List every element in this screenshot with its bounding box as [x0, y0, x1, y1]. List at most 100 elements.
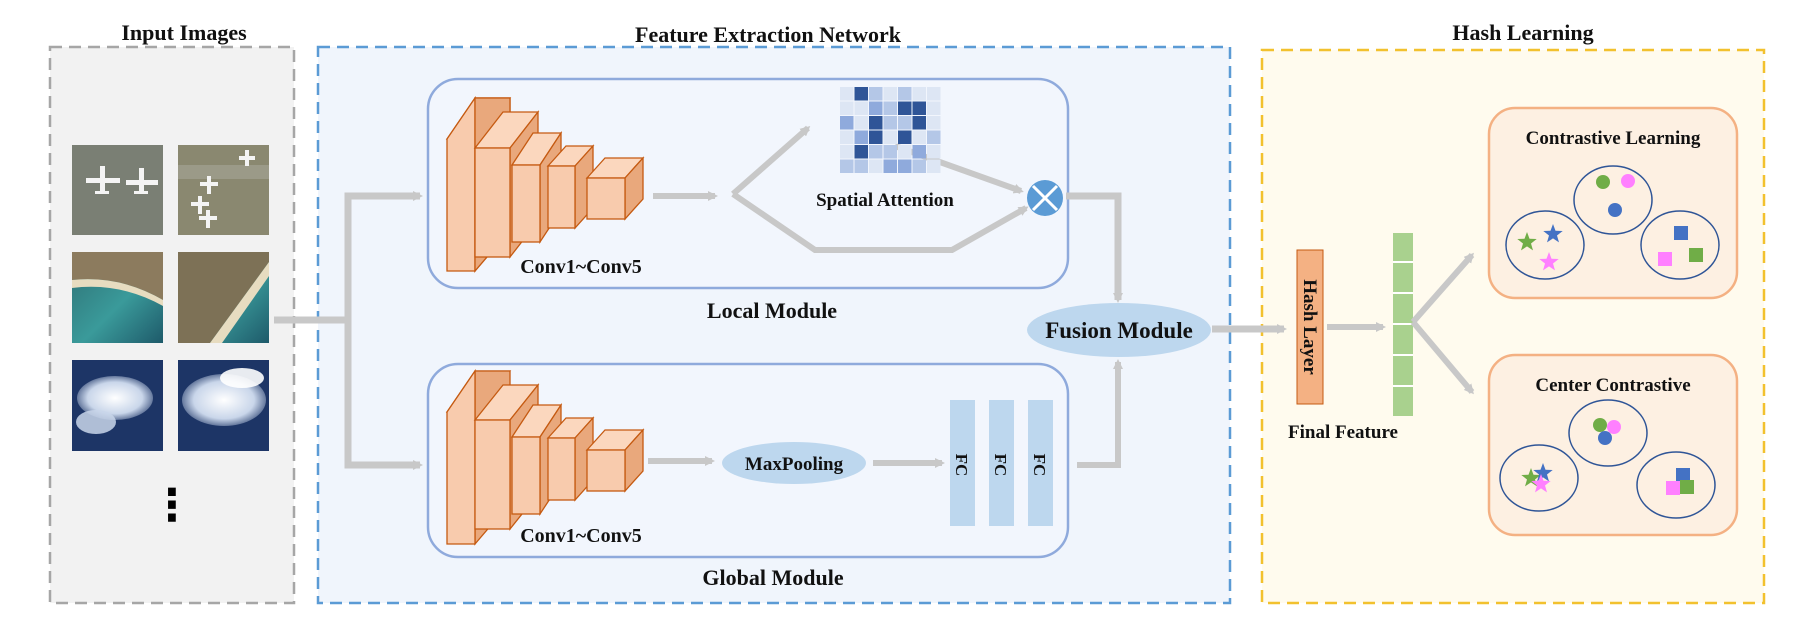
thumbnail-beach-1: [72, 252, 163, 343]
attention-cell: [869, 130, 883, 144]
attention-cell: [912, 116, 926, 130]
spatial-attention-map: [840, 87, 941, 173]
attention-cell: [927, 87, 941, 101]
attention-cell: [854, 145, 868, 159]
thumbnail-cloud-2: [178, 360, 269, 451]
attention-cell: [898, 130, 912, 144]
attention-cell: [898, 159, 912, 173]
center-green-square-icon: [1680, 480, 1694, 494]
local-arrows: [653, 125, 1029, 253]
center-blue-star-icon: [1533, 463, 1553, 482]
hash-learning-title: Hash Learning: [1452, 20, 1593, 45]
hash-layer-node: Hash Layer: [1296, 249, 1324, 405]
cluster-stars: [1505, 210, 1585, 280]
maxpooling-label: MaxPooling: [745, 454, 844, 475]
center-pink-star-icon: [1531, 474, 1551, 493]
attention-cell: [883, 130, 897, 144]
input-arrows: [274, 191, 423, 470]
local-module-title: Local Module: [707, 298, 837, 323]
green-square-icon: [1689, 248, 1703, 262]
attention-cell: [869, 159, 883, 173]
attention-cell: [840, 159, 854, 173]
attention-cell: [869, 101, 883, 115]
attention-cell: [869, 116, 883, 130]
attention-cell: [898, 116, 912, 130]
feature-extraction-title: Feature Extraction Network: [635, 22, 902, 47]
attention-cell: [927, 116, 941, 130]
pink-circle-icon: [1621, 174, 1635, 188]
attention-cell: [883, 159, 897, 173]
fusion-module-label: Fusion Module: [1045, 318, 1193, 343]
feature-branch-arrows: [1410, 252, 1475, 395]
final-feature-vector: [1393, 233, 1413, 416]
cluster-squares: [1640, 210, 1720, 280]
pink-square-icon: [1658, 252, 1672, 266]
blue-circle-icon: [1608, 203, 1622, 217]
green-circle-icon: [1596, 175, 1610, 189]
fc-layer-2: FC: [989, 400, 1014, 526]
center-blue-circle-icon: [1598, 431, 1612, 445]
center-pink-circle-icon: [1607, 420, 1621, 434]
global-backbone-label: Conv1~Conv5: [520, 525, 642, 547]
fusion-module-node: Fusion Module: [1027, 303, 1211, 357]
attention-cell: [927, 145, 941, 159]
attention-cell: [927, 159, 941, 173]
attention-cell: [912, 87, 926, 101]
attention-cell: [912, 101, 926, 115]
attention-cell: [883, 87, 897, 101]
attention-cell: [840, 101, 854, 115]
attention-cell: [854, 130, 868, 144]
center-contrastive-title: Center Contrastive: [1535, 375, 1690, 396]
thumbnail-cloud-1: [72, 360, 163, 451]
blue-star-icon: [1543, 224, 1563, 243]
center-pink-square-icon: [1666, 481, 1680, 495]
fc-label-2: FC: [991, 454, 1010, 477]
pink-star-icon: [1539, 252, 1559, 271]
attention-cell: [854, 159, 868, 173]
attention-cell: [883, 145, 897, 159]
attention-cell: [912, 130, 926, 144]
attention-cell: [840, 130, 854, 144]
attention-cell: [883, 101, 897, 115]
input-images-title: Input Images: [121, 20, 247, 45]
cluster-circles: [1573, 165, 1653, 235]
attention-cell: [898, 145, 912, 159]
attention-cell: [854, 101, 868, 115]
center-green-circle-icon: [1593, 418, 1607, 432]
contrastive-learning-panel: Contrastive Learning: [1487, 106, 1739, 300]
attention-cell: [869, 145, 883, 159]
attention-cell: [869, 87, 883, 101]
center-green-star-icon: [1521, 468, 1541, 487]
attention-cell: [927, 130, 941, 144]
attention-cell: [854, 87, 868, 101]
thumbnail-airplanes: [72, 145, 163, 235]
local-backbone-label: Conv1~Conv5: [520, 256, 642, 278]
multiply-icon: [1027, 180, 1063, 216]
attention-cell: [912, 145, 926, 159]
attention-cell: [927, 101, 941, 115]
attention-cell: [883, 116, 897, 130]
global-arrows: [648, 359, 1123, 468]
final-feature-label: Final Feature: [1288, 422, 1398, 443]
global-cnn-backbone: [445, 368, 645, 546]
local-cnn-backbone: [445, 95, 645, 273]
attention-cell: [840, 145, 854, 159]
fc-label-1: FC: [952, 454, 971, 477]
more-images-ellipsis: ⋮: [150, 480, 194, 531]
hash-layer-label: Hash Layer: [1299, 279, 1320, 375]
blue-square-icon: [1674, 226, 1688, 240]
fc-label-3: FC: [1030, 454, 1049, 477]
local-to-fusion-arrow: [1066, 192, 1123, 303]
attention-cell: [840, 87, 854, 101]
attention-cell: [912, 159, 926, 173]
fc-layer-1: FC: [950, 400, 975, 526]
spatial-attention-label: Spatial Attention: [816, 190, 954, 211]
maxpooling-node: MaxPooling: [722, 442, 866, 484]
global-module-title: Global Module: [702, 565, 843, 590]
thumbnail-airport: [178, 145, 269, 235]
attention-cell: [898, 101, 912, 115]
center-contrastive-panel: Center Contrastive: [1487, 353, 1739, 537]
contrastive-learning-title: Contrastive Learning: [1526, 128, 1701, 149]
attention-cell: [840, 116, 854, 130]
